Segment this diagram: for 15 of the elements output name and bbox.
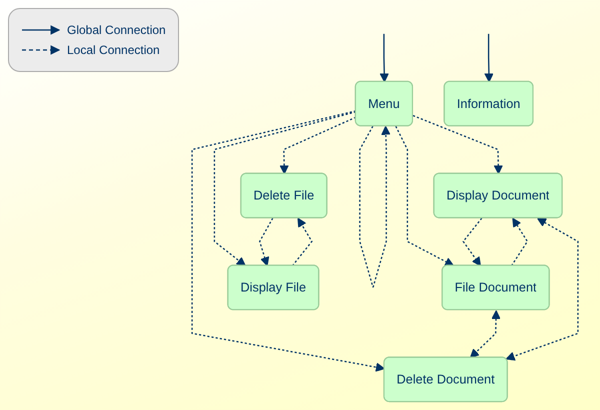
arrow [470,310,501,358]
arrow [191,110,385,372]
arrow [380,34,389,82]
arrow [259,218,274,266]
arrow [214,111,356,266]
arrow [412,115,503,174]
arrow [292,218,313,266]
arrow [280,116,356,174]
legend-text: Local Connection [67,43,160,57]
arrow [510,218,528,266]
arrow [462,218,482,266]
arrow [395,126,454,266]
arrow [506,218,579,361]
legend-text: Global Connection [67,23,166,37]
arrow [484,34,494,82]
